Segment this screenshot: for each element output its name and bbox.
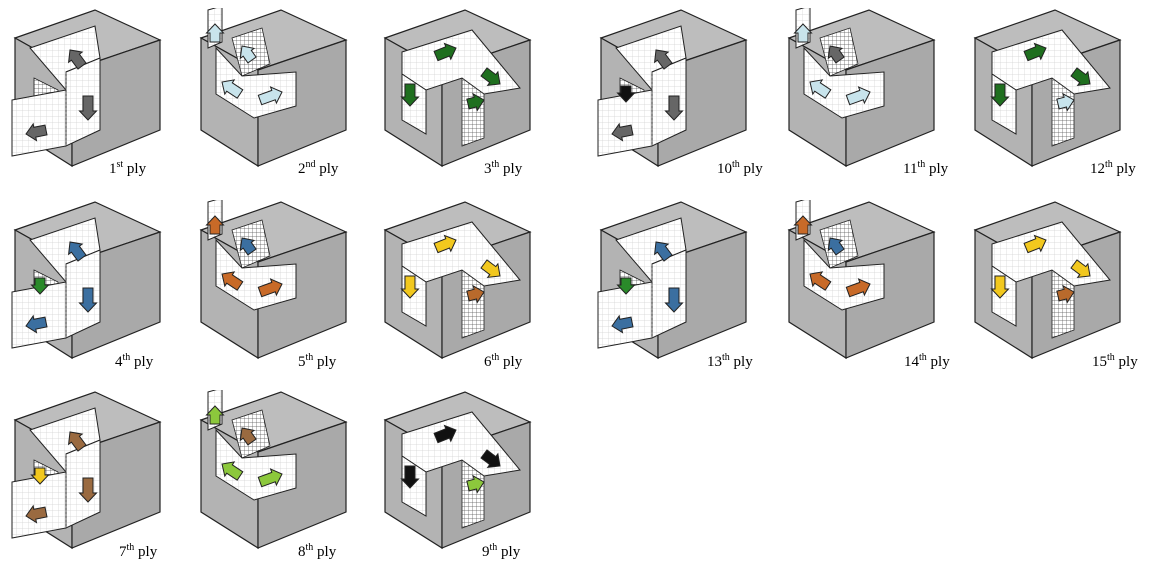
ply-8-label: 8th ply [298,545,336,560]
ply-11-label: 11th ply [903,162,948,177]
ply-5-diagram [196,200,366,360]
ply-word: ply [740,161,763,177]
ply-number: 15 [1092,354,1107,370]
ply-15-label: 15th ply [1092,355,1138,370]
ply-word: ply [730,354,753,370]
ply-word: ply [1115,354,1138,370]
ply-4-diagram [10,200,180,360]
ply-number: 14 [904,354,919,370]
ply-13-label: 13th ply [707,355,753,370]
ply-ordinal-suffix: th [722,352,730,363]
ply-number: 5 [298,354,306,370]
ply-13-diagram [596,200,766,360]
ply-3-label: 3th ply [484,162,522,177]
ply-word: ply [1113,161,1136,177]
ply-word: ply [313,354,336,370]
ply-5-label: 5th ply [298,355,336,370]
ply-word: ply [927,354,950,370]
ply-14-diagram [784,200,954,360]
ply-word: ply [316,161,339,177]
ply-3-diagram [380,8,550,168]
ply-12-label: 12th ply [1090,162,1136,177]
ply-12-diagram [970,8,1140,168]
ply-number: 7 [119,544,127,560]
ply-word: ply [130,354,153,370]
ply-1-diagram [10,8,180,168]
ply-word: ply [499,161,522,177]
ply-word: ply [925,161,948,177]
ply-ordinal-suffix: th [732,159,740,170]
ply-8-diagram [196,390,366,550]
ply-6-label: 6th ply [484,355,522,370]
ply-4-label: 4th ply [115,355,153,370]
ply-number: 10 [717,161,732,177]
ply-side-flap [12,90,66,156]
ply-number: 9 [482,544,490,560]
ply-number: 11 [903,161,917,177]
ply-11-diagram [784,8,954,168]
ply-ordinal-suffix: th [919,352,927,363]
ply-ordinal-suffix: nd [306,159,316,170]
ply-7-diagram [10,390,180,550]
ply-number: 4 [115,354,123,370]
ply-2-diagram [196,8,366,168]
ply-number: 13 [707,354,722,370]
ply-9-diagram [380,390,550,550]
ply-6-diagram [380,200,550,360]
ply-15-diagram [970,200,1140,360]
ply-word: ply [313,544,336,560]
ply-9-label: 9th ply [482,545,520,560]
ply-word: ply [499,354,522,370]
ply-ordinal-suffix: th [1107,352,1115,363]
ply-number: 3 [484,161,492,177]
ply-number: 6 [484,354,492,370]
ply-ordinal-suffix: th [1105,159,1113,170]
ply-number: 12 [1090,161,1105,177]
ply-number: 8 [298,544,306,560]
ply-2-label: 2nd ply [298,162,338,177]
ply-number: 1 [109,161,117,177]
ply-10-diagram [596,8,766,168]
ply-word: ply [497,544,520,560]
ply-number: 2 [298,161,306,177]
ply-7-label: 7th ply [119,545,157,560]
ply-10-label: 10th ply [717,162,763,177]
ply-word: ply [123,161,146,177]
ply-word: ply [134,544,157,560]
ply-1-label: 1st ply [109,162,146,177]
ply-14-label: 14th ply [904,355,950,370]
